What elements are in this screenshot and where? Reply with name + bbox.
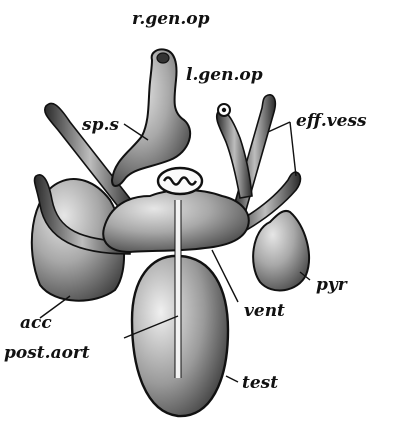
label-accessory-gland: acc: [20, 313, 52, 333]
label-right-genital-opening: r.gen.op: [132, 9, 210, 29]
pyriform-body: [253, 211, 309, 291]
label-posterior-aorta: post.aort: [4, 343, 90, 363]
leader-test: [226, 376, 238, 382]
label-ventral: vent: [244, 301, 285, 321]
label-pyriform: pyr: [316, 275, 348, 295]
label-left-genital-opening: l.gen.op: [186, 65, 263, 85]
label-efferent-vessels: eff.vess: [296, 111, 367, 131]
left-genital-opening-pore: [222, 108, 226, 112]
label-seminal-sac: sp.s: [81, 115, 119, 135]
right-genital-opening: [157, 53, 169, 63]
left-genital-duct: [217, 111, 252, 198]
label-testis: test: [242, 373, 278, 393]
seminal-sac: [112, 49, 190, 186]
